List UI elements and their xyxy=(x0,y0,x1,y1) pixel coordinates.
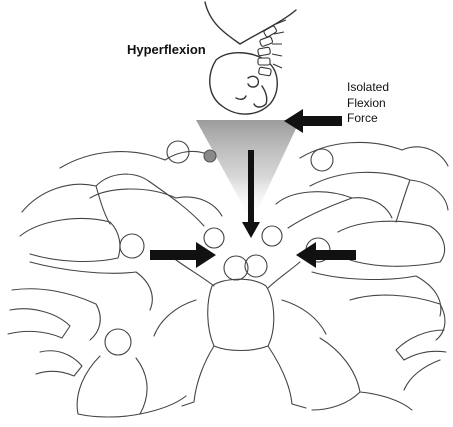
right-compression-arrow xyxy=(296,242,356,268)
player-outline xyxy=(12,289,100,340)
player-head xyxy=(311,149,333,171)
player-outline xyxy=(140,396,186,414)
player-outline xyxy=(150,182,204,226)
player-head xyxy=(204,228,224,248)
player-outline xyxy=(182,346,214,406)
player-outline xyxy=(288,198,352,228)
force-label-line-2: Flexion xyxy=(347,96,389,112)
player-outline xyxy=(208,279,274,350)
player-outline xyxy=(310,172,448,210)
player-head-cap xyxy=(204,150,216,162)
player-outline xyxy=(60,151,214,168)
player-head xyxy=(105,329,131,355)
player-outline xyxy=(77,356,147,417)
player-outline xyxy=(36,351,82,376)
player-outline xyxy=(312,272,441,316)
player-head xyxy=(120,234,144,258)
player-head xyxy=(224,256,248,280)
player-outline xyxy=(268,346,306,408)
player-outline xyxy=(20,218,120,261)
force-label-line-1: Isolated xyxy=(347,80,389,96)
hyperflexion-label: Hyperflexion xyxy=(127,42,206,57)
player-outline xyxy=(350,295,445,340)
player-outline xyxy=(90,189,222,216)
player-outline xyxy=(30,262,152,310)
force-label-line-3: Force xyxy=(347,111,389,127)
player-outline xyxy=(22,174,150,212)
player-outline xyxy=(176,260,214,286)
rugby-scrum xyxy=(8,141,448,417)
player-outline xyxy=(404,360,440,390)
player-outline xyxy=(282,300,326,334)
player-outline xyxy=(360,392,412,410)
player-outline xyxy=(300,142,448,166)
player-head xyxy=(262,226,282,246)
player-outline xyxy=(396,180,410,222)
isolated-flexion-force-label: Isolated Flexion Force xyxy=(347,80,389,127)
left-compression-arrow xyxy=(150,242,216,268)
player-outline xyxy=(268,262,300,288)
player-outline xyxy=(312,338,360,410)
hyperflexion-head-neck xyxy=(205,2,296,114)
player-outline xyxy=(154,300,196,336)
player-outline xyxy=(396,330,446,360)
player-outline xyxy=(8,309,70,338)
